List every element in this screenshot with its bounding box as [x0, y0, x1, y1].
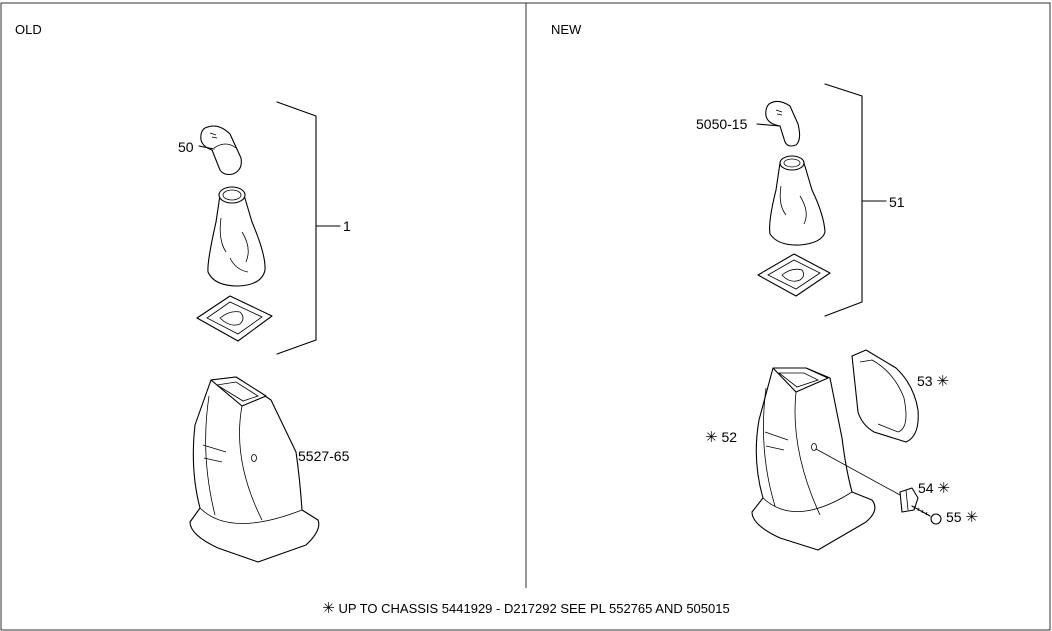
- label-new-housing: ✳ 52: [705, 429, 738, 446]
- label-new-knob: 5050-15: [696, 116, 748, 132]
- new-cover-plate: [851, 349, 919, 443]
- new-gear-knob: [756, 100, 801, 147]
- label-new-kit: 51: [889, 194, 905, 210]
- asterisk-icon: ✳: [322, 600, 335, 617]
- new-panel-title: NEW: [551, 22, 582, 37]
- footnote-text: UP TO CHASSIS 5441929 - D217292 SEE PL 5…: [338, 601, 730, 616]
- new-gasket: [757, 253, 831, 297]
- new-tunnel-housing: [751, 367, 901, 551]
- asterisk-icon: ✳: [937, 480, 951, 497]
- old-panel-title: OLD: [15, 22, 42, 37]
- new-kit-bracket: [824, 83, 887, 317]
- old-gasket: [196, 295, 273, 342]
- old-kit-bracket: [276, 101, 341, 355]
- new-clip: [899, 487, 919, 513]
- label-new-cover: 53 ✳: [917, 373, 950, 390]
- old-gear-knob: [198, 125, 242, 176]
- label-new-screw: 55 ✳: [946, 509, 979, 526]
- label-new-clip: 54 ✳: [918, 480, 951, 497]
- footnote: ✳ UP TO CHASSIS 5441929 - D217292 SEE PL…: [0, 601, 1052, 616]
- label-old-knob: 50: [178, 139, 194, 155]
- label-old-housing: 5527-65: [298, 448, 350, 464]
- asterisk-icon: ✳: [705, 429, 718, 446]
- asterisk-icon: ✳: [965, 509, 979, 526]
- new-screw: [911, 505, 942, 525]
- old-gear-gaiter: [207, 186, 266, 287]
- new-gear-gaiter: [769, 155, 826, 246]
- asterisk-icon: ✳: [936, 373, 950, 390]
- old-tunnel-housing: [189, 376, 320, 563]
- label-old-kit: 1: [343, 218, 351, 234]
